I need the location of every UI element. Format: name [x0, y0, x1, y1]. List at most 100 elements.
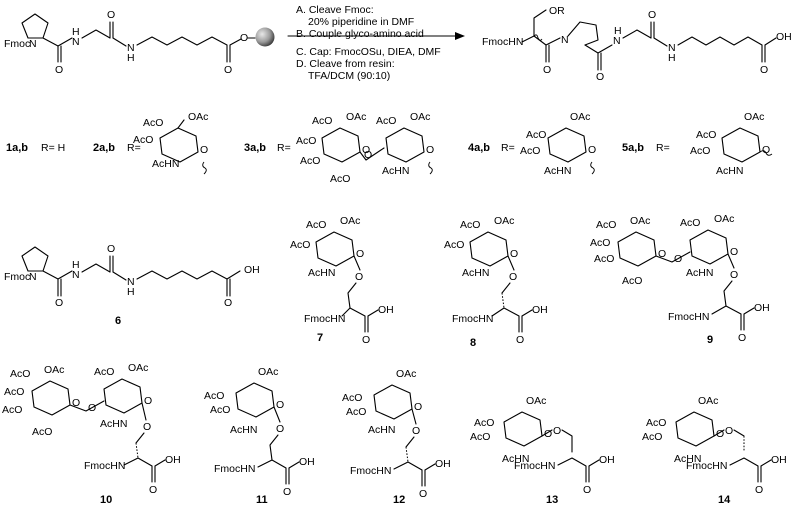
ring-oxygen: O [510, 248, 518, 260]
glycosidic-o: O [553, 425, 561, 437]
compound-9: O AcO OAc AcO AcO AcO O AcO OAc AcHN O O… [590, 213, 770, 346]
fmochn-label: FmocHN [482, 36, 523, 48]
glycosidic-o: O [364, 149, 372, 161]
compound-number: 10 [100, 494, 112, 506]
achn-label: AcHN [368, 424, 395, 436]
fmochn-label: FmocHN [514, 460, 555, 472]
carbonyl-o: O [596, 71, 604, 83]
glycosidic-o: O [725, 425, 733, 437]
fmochn-label: FmocHN [84, 460, 125, 472]
carbonyl-o: O [362, 334, 370, 346]
compound-8: O AcO OAc AcO AcHN O FmocHN O OH 8 [444, 215, 548, 349]
fmochn-label: FmocHN [350, 465, 391, 477]
aco-label: AcO [300, 155, 320, 167]
ring-oxygen: O [716, 428, 724, 440]
r-definition: R= [656, 142, 670, 154]
oh-label: OH [771, 454, 787, 466]
n-label: N [127, 276, 135, 288]
glycosidic-o: O [276, 423, 284, 435]
oh-label: OH [754, 302, 770, 314]
oac-label: OAc [258, 366, 278, 378]
ring-oxygen: O [658, 248, 666, 260]
compound-number: 2a,b [93, 142, 115, 154]
glcnac-beta-residue: O OAc AcO AcO AcHN [690, 111, 773, 177]
aco-label: AcO [646, 417, 666, 429]
or-label: OR [549, 5, 565, 17]
ring-oxygen: O [200, 144, 208, 156]
glycosidic-o: O [674, 253, 682, 265]
h-label: H [127, 286, 135, 298]
ring-oxygen: O [72, 397, 80, 409]
achn-label: AcHN [716, 165, 743, 177]
aco-label: AcO [376, 115, 396, 127]
oh-label: OH [378, 304, 394, 316]
oac-label: OAc [630, 215, 650, 227]
oac-label: OAc [744, 111, 764, 123]
oh-label: OH [532, 304, 548, 316]
aco-label: AcO [342, 392, 362, 404]
glycosidic-o: O [143, 421, 151, 433]
aco-label: AcO [642, 431, 662, 443]
oh-label: OH [435, 458, 451, 470]
oh-label: OH [776, 31, 792, 43]
glycosidic-o: O [509, 271, 517, 283]
achn-label: AcHN [674, 453, 701, 465]
aco-label: AcO [594, 253, 614, 265]
compound-number: 14 [718, 494, 731, 506]
carbonyl-o: O [55, 64, 63, 76]
reaction-arrow [287, 32, 465, 40]
aco-label: AcO [470, 431, 490, 443]
fmochn-label: FmocHN [686, 460, 727, 472]
h-label: H [668, 52, 676, 64]
step-a-reagent: 20% piperidine in DMF [308, 16, 414, 28]
oac-label: OAc [340, 215, 360, 227]
compound-number: 5a,b [622, 142, 644, 154]
n-label: N [72, 269, 80, 281]
glycosidic-o: O [412, 425, 420, 437]
n-label: N [29, 38, 37, 50]
carbonyl-o: O [149, 484, 157, 496]
step-b: B. Couple glyco-amino acid [296, 28, 424, 40]
glycosidic-o: O [355, 271, 363, 283]
r-definition: R= [277, 142, 291, 154]
fmochn-label: FmocHN [304, 313, 345, 325]
aco-label: AcO [133, 134, 153, 146]
aco-label: AcO [696, 129, 716, 141]
compound-12: O OAc AcO AcO AcHN O FmocHN O OH 12 [342, 368, 451, 506]
glycosidic-o: O [88, 402, 96, 414]
compound-7: O AcO OAc AcO AcHN O FmocHN O OH 7 [290, 215, 394, 346]
aco-label: AcO [526, 129, 546, 141]
aco-label: AcO [2, 404, 22, 416]
achn-label: AcHN [502, 453, 529, 465]
oac-label: OAc [494, 215, 514, 227]
aco-label: AcO [622, 275, 642, 287]
fmoc-label: Fmoc [4, 271, 30, 283]
ring-oxygen: O [762, 144, 770, 156]
carbonyl-o: O [755, 484, 763, 496]
fmochn-label: FmocHN [452, 313, 493, 325]
aco-label: AcO [306, 219, 326, 231]
ring-oxygen: O [588, 144, 596, 156]
h-label: H [614, 25, 622, 37]
carbonyl-o: O [583, 484, 591, 496]
galnac-residue: O AcO OAc AcHN [376, 111, 434, 177]
glycopeptide-product: OR FmocHN O N O H N O N H O OH [482, 5, 792, 83]
aco-label: AcO [32, 426, 52, 438]
h-label: H [127, 52, 135, 64]
achn-label: AcHN [462, 267, 489, 279]
achn-label: AcHN [382, 165, 409, 177]
ring-oxygen: O [544, 428, 552, 440]
r-definition: R= H [41, 142, 65, 154]
aco-label: AcO [10, 368, 30, 380]
fmochn-label: FmocHN [668, 311, 709, 323]
carbonyl-o: O [760, 64, 768, 76]
n-label: N [29, 271, 37, 283]
oac-label: OAc [188, 111, 208, 123]
oac-label: OAc [714, 213, 734, 225]
gal-residue: O AcO OAc AcO AcO AcO [296, 111, 370, 185]
ring-oxygen: O [144, 395, 152, 407]
carbonyl-o: O [224, 64, 232, 76]
compound-number: 11 [256, 494, 268, 506]
oac-label: OAc [44, 364, 64, 376]
